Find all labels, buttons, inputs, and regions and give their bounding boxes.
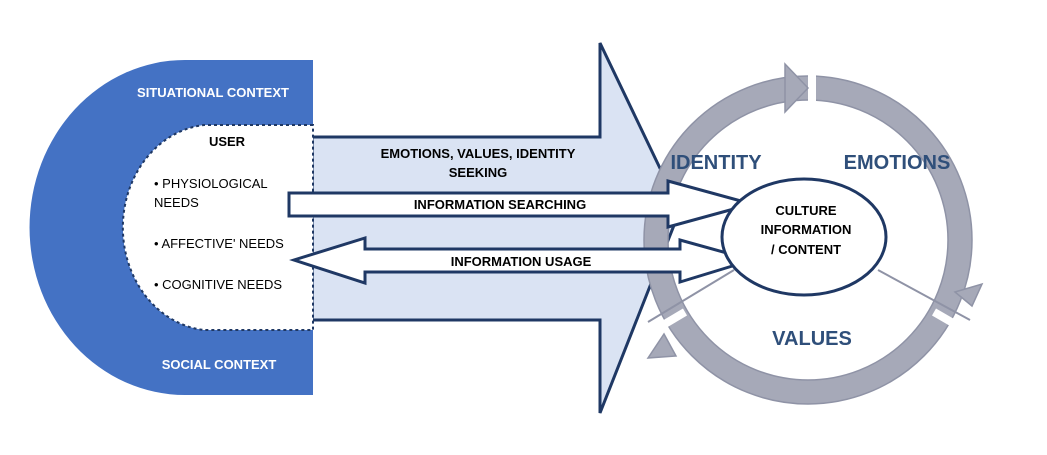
information-usage-label: INFORMATION USAGE [451, 254, 592, 269]
need-affective: • AFFECTIVE' NEEDS [154, 236, 284, 251]
ring-arrowhead-top [784, 62, 810, 114]
need-cognitive: • COGNITIVE NEEDS [154, 277, 282, 292]
center-line1: CULTURE [775, 203, 836, 218]
user-box [121, 124, 314, 331]
big-flow-arrow [310, 42, 682, 414]
culture-information-ellipse [720, 177, 888, 297]
cycle-values-label: VALUES [772, 328, 852, 350]
seeking-label-line1: EMOTIONS, VALUES, IDENTITY [381, 146, 576, 161]
situational-context-label: SITUATIONAL CONTEXT [137, 85, 289, 100]
information-searching-label: INFORMATION SEARCHING [414, 197, 586, 212]
need-physiological-line2: NEEDS [154, 195, 199, 210]
information-usage-arrow [289, 235, 758, 286]
cycle-identity-label: IDENTITY [670, 152, 762, 174]
ring-arrowhead-right [953, 282, 984, 308]
context-c-shape [29, 60, 314, 395]
social-context-label: SOCIAL CONTEXT [162, 357, 277, 372]
cycle-ring [643, 62, 984, 405]
user-title: USER [209, 134, 246, 149]
seeking-label-line2: SEEKING [449, 165, 508, 180]
ring-arrowhead-left [646, 332, 678, 359]
center-line3: / CONTENT [771, 242, 841, 257]
need-physiological-line1: • PHYSIOLOGICAL [154, 176, 268, 191]
information-searching-arrow [287, 179, 758, 229]
center-line2: INFORMATION [761, 222, 852, 237]
cycle-emotions-label: EMOTIONS [844, 152, 951, 174]
